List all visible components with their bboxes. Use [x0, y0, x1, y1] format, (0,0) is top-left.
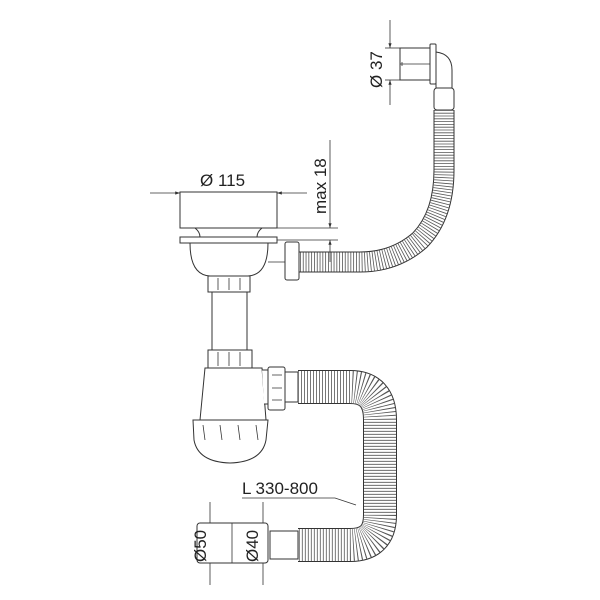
max-thickness-label: max 18	[311, 158, 330, 214]
dimension-max-thickness: max 18	[277, 140, 338, 262]
dimension-overflow-diameter: Ø 37	[367, 20, 400, 105]
sink-strainer	[179, 191, 300, 369]
outlet-inner-label: Ø40	[243, 530, 262, 562]
overflow-fitting	[399, 43, 453, 89]
outlet-outer-label: Ø50	[191, 530, 210, 562]
outlet-fitting	[196, 522, 299, 564]
dimension-hose-length: L 330-800	[242, 479, 357, 506]
strainer-diameter-label: Ø 115	[200, 171, 245, 190]
dimension-outlet: Ø50 Ø40	[191, 502, 264, 585]
hose-length-label: L 330-800	[242, 479, 318, 498]
overflow-hose	[298, 87, 455, 273]
expandable-hose	[298, 370, 397, 562]
bottle-trap	[192, 366, 299, 464]
overflow-diameter-label: Ø 37	[367, 51, 386, 88]
dimension-strainer-diameter: Ø 115	[150, 171, 307, 195]
